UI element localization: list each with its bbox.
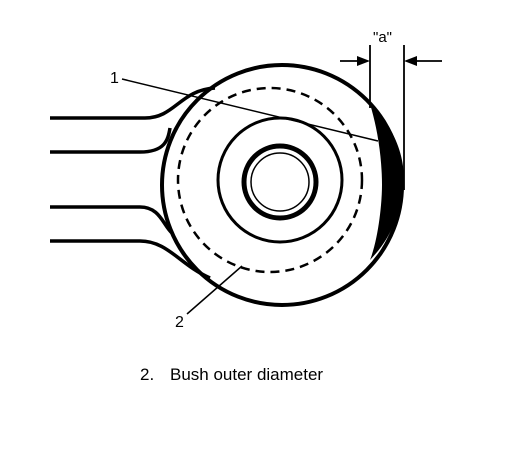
- callout-2-leader: [186, 265, 243, 315]
- figure-caption: 2. Bush outer diameter: [140, 365, 323, 385]
- bush-middle-ring: [216, 116, 344, 244]
- arm-upper-inner-curve: [50, 127, 172, 154]
- callout-1-leader: [121, 78, 379, 142]
- caption-text: Bush outer diameter: [170, 365, 324, 384]
- caption-number: 2.: [140, 365, 155, 384]
- outer-eye-circle: [160, 63, 404, 307]
- dimension-a-label: "a": [373, 29, 392, 46]
- bush-inner-ring-outer: [241, 143, 319, 221]
- callout-1-label: 1: [110, 70, 119, 87]
- arm-lower-inner-curve: [50, 205, 174, 235]
- dimension-arrow-left-head: [357, 56, 370, 66]
- arm-top-curve: [50, 86, 216, 120]
- arm-outline: [50, 86, 216, 280]
- dimension-arrow-right-head: [404, 56, 417, 66]
- clearance-crescent: [370, 104, 404, 260]
- callout-2-label: 2: [175, 314, 184, 331]
- bush-outer-dashed-circle: [176, 86, 364, 274]
- bush-inner-ring-inner: [250, 152, 310, 212]
